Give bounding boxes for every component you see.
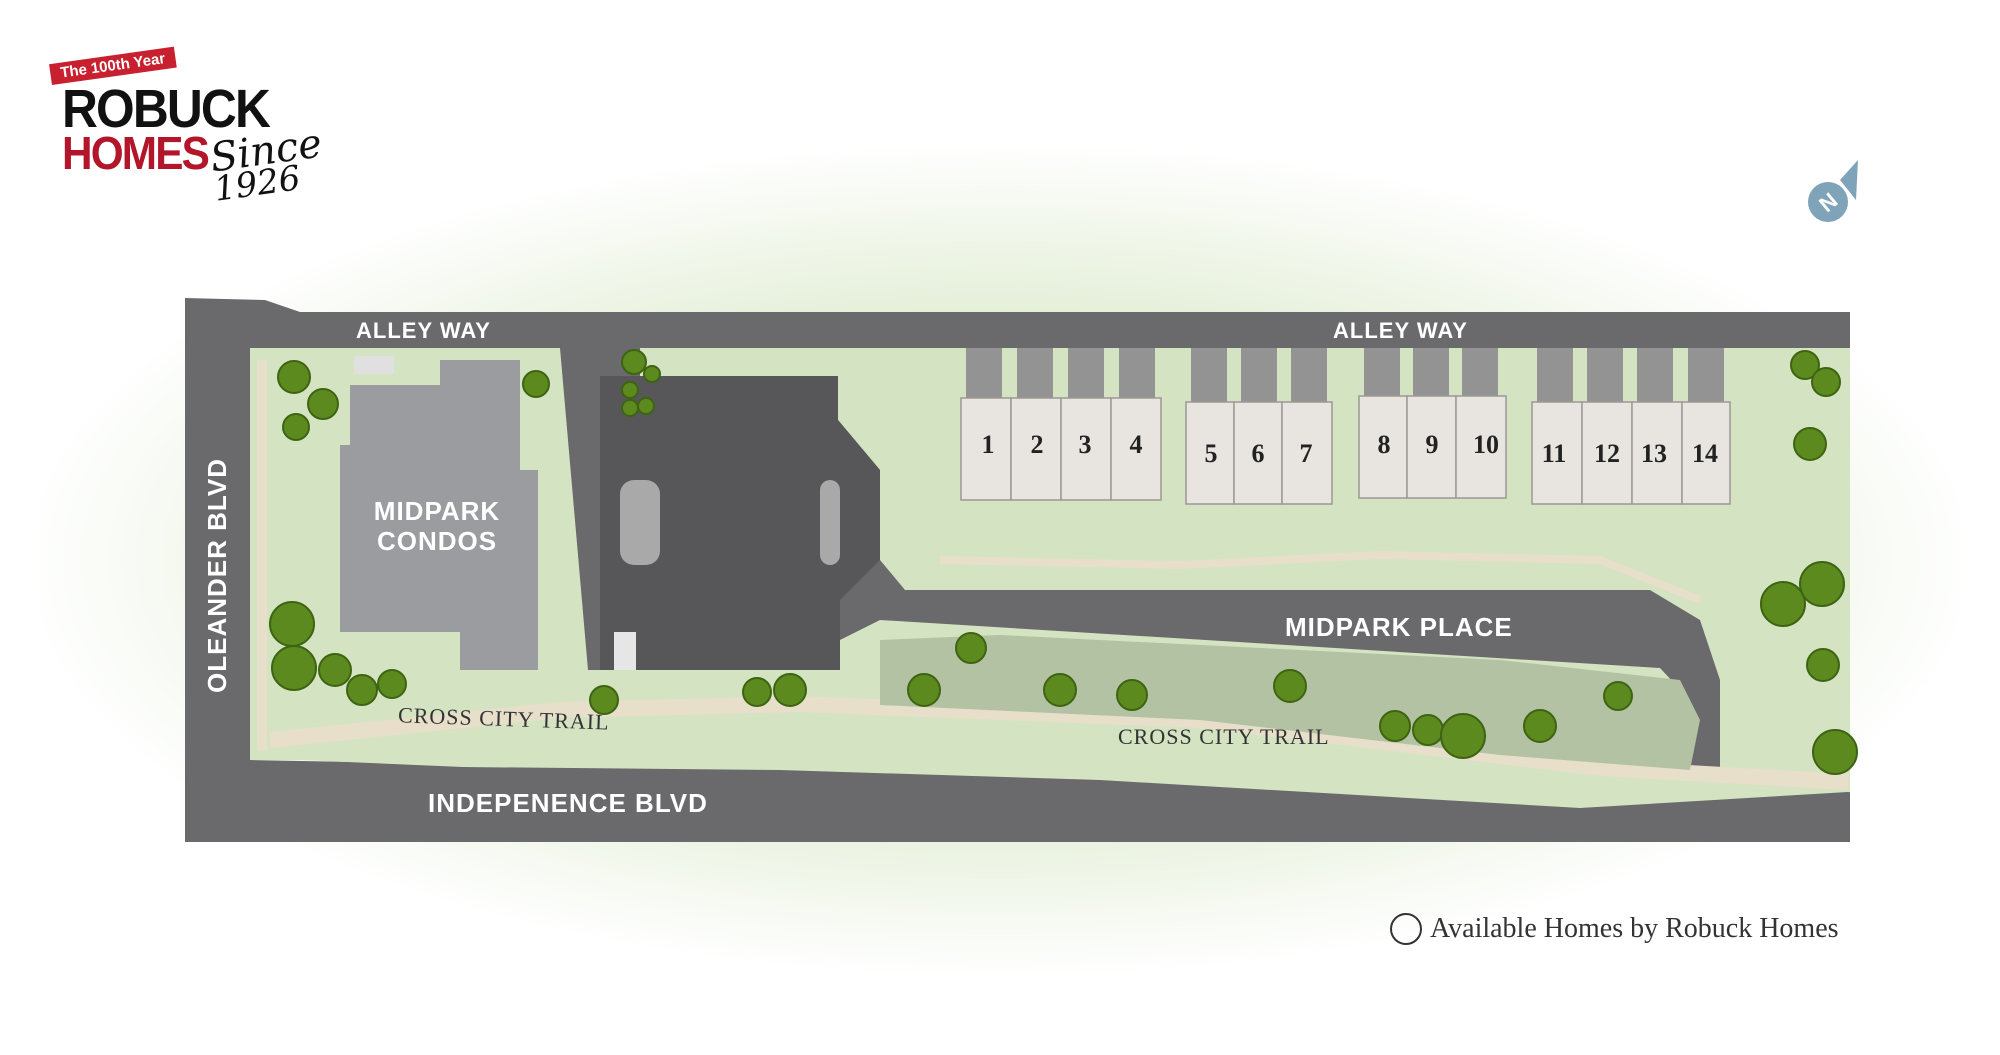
unit-10[interactable]: 10	[1473, 430, 1499, 459]
midpark-place-label: MIDPARK PLACE	[1285, 612, 1513, 642]
unit-12[interactable]: 12	[1594, 439, 1620, 468]
north-arrow-icon: N	[1800, 158, 1870, 228]
condos-label-line2: CONDOS	[376, 526, 498, 556]
cross-city-trail	[269, 695, 1849, 790]
legend-text: Available Homes by Robuck Homes	[1430, 913, 1839, 944]
accessible-stall	[614, 632, 636, 670]
unit-13[interactable]: 13	[1641, 439, 1667, 468]
parking-island-left	[620, 480, 660, 565]
condo-roof-detail	[354, 356, 394, 374]
townhome-units	[960, 395, 1731, 505]
cross-city-trail-label-right: CROSS CITY TRAIL	[1118, 724, 1330, 749]
unit-9[interactable]: 9	[1425, 430, 1439, 459]
legend: Available Homes by Robuck Homes	[1390, 912, 1839, 946]
independence-blvd-label: INDEPENENCE BLVD	[428, 788, 708, 818]
parking-stalls	[600, 376, 880, 670]
unit-2[interactable]: 2	[1030, 430, 1044, 459]
logo-robuck-text: ROBUCK	[62, 79, 271, 139]
logo-homes-text: HOMES	[62, 127, 210, 179]
robuck-homes-logo[interactable]: The 100th Year ROBUCK HOMES Since 1926	[48, 46, 325, 210]
unit-1[interactable]: 1	[981, 430, 995, 459]
unit-4[interactable]: 4	[1129, 430, 1143, 459]
midpark-path	[939, 550, 1702, 604]
unit-8[interactable]: 8	[1377, 430, 1391, 459]
unit-14[interactable]: 14	[1692, 439, 1718, 468]
alley-way-label-left: ALLEY WAY	[356, 318, 491, 343]
alley-way-label-right: ALLEY WAY	[1333, 318, 1468, 343]
midpark-condos-building	[340, 360, 538, 670]
parking-island-right	[820, 480, 840, 565]
independence-road	[250, 765, 1848, 842]
oleander-blvd-label: OLEANDER BLVD	[201, 458, 232, 693]
condos-label-line1: MIDPARK	[373, 496, 501, 526]
unit-6[interactable]: 6	[1251, 439, 1265, 468]
unit-7[interactable]: 7	[1299, 439, 1313, 468]
midpark-condos-label: MIDPARK CONDOS	[372, 496, 502, 556]
trees	[269, 349, 1858, 775]
unit-5[interactable]: 5	[1204, 439, 1218, 468]
unit-3[interactable]: 3	[1078, 430, 1092, 459]
unit-11[interactable]: 11	[1541, 439, 1567, 468]
available-homes-circle-icon	[1390, 913, 1422, 945]
garages	[966, 348, 1724, 402]
